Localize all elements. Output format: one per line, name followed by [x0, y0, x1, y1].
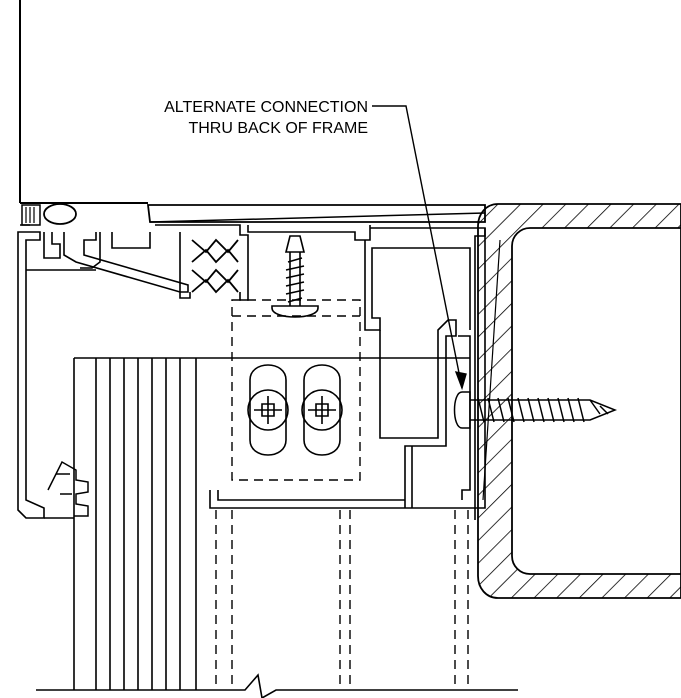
glazing-gasket: [21, 203, 77, 226]
infill-panel: [73, 357, 470, 690]
connection-screw: [453, 391, 618, 429]
break-line: [36, 673, 518, 698]
callout-line-2: THRU BACK OF FRAME: [188, 120, 368, 137]
wall-edge: [19, 0, 148, 226]
sealant-line: [482, 239, 501, 501]
slotted-screws: [247, 364, 343, 456]
steel-tube: [477, 203, 681, 599]
sill-screw: [271, 235, 319, 318]
callout-label: ALTERNATE CONNECTION THRU BACK OF FRAME: [116, 97, 368, 139]
wedge-gasket: [47, 460, 89, 517]
callout-leader: [372, 105, 467, 391]
sill-plate: [146, 204, 486, 223]
thermal-break: [191, 238, 239, 294]
frame-profile-left: [17, 224, 249, 519]
anchor-clip-hidden: [215, 299, 469, 690]
callout-line-1: ALTERNATE CONNECTION: [164, 99, 368, 116]
